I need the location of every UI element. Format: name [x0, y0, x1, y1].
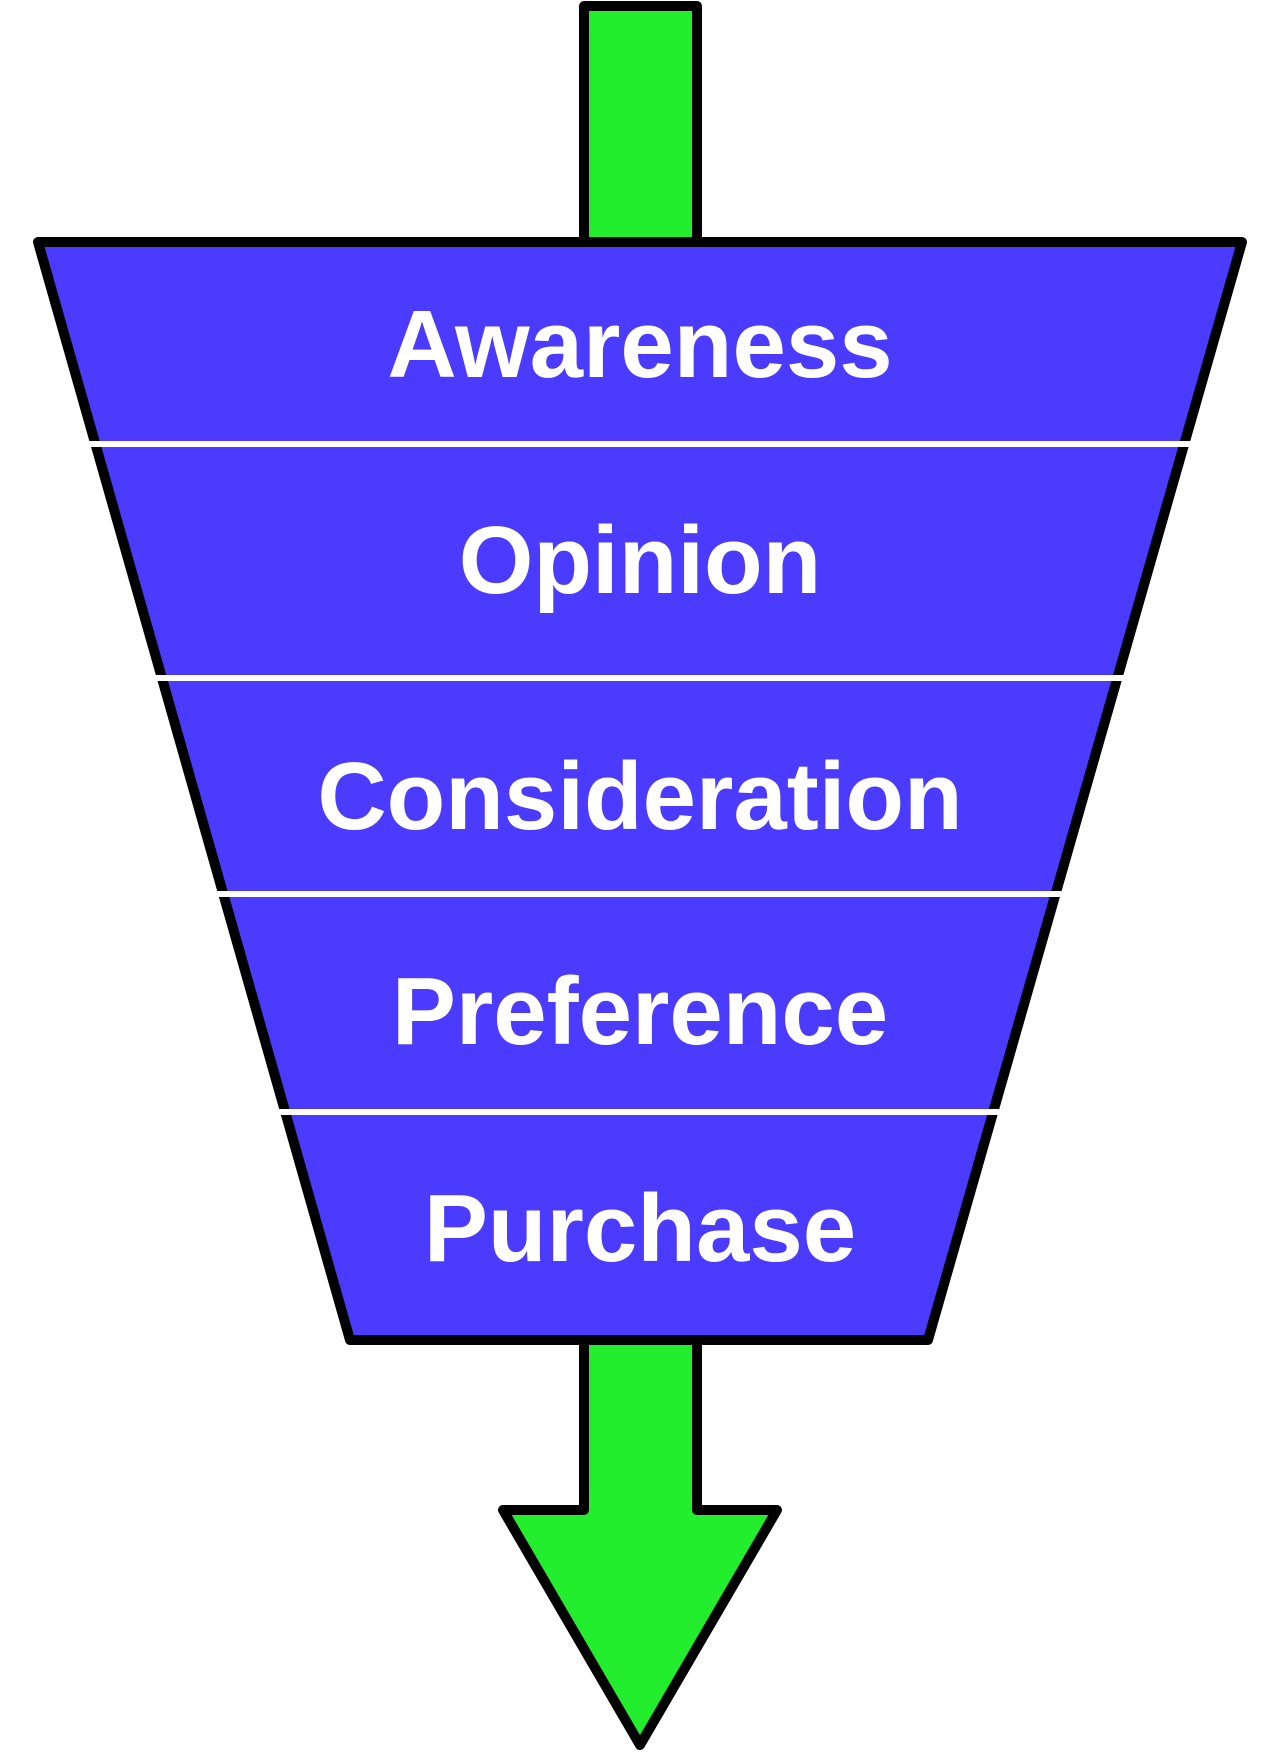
funnel-body [33, 237, 1247, 1345]
stage-label-opinion: Opinion [459, 507, 822, 614]
arrow-down-head [498, 1335, 782, 1750]
stage-label-purchase: Purchase [424, 1175, 856, 1282]
stage-label-awareness: Awareness [387, 291, 892, 398]
stage-label-preference: Preference [392, 958, 888, 1065]
arrow-shaft-top [579, 1, 702, 247]
stage-label-consideration: Consideration [317, 743, 962, 850]
